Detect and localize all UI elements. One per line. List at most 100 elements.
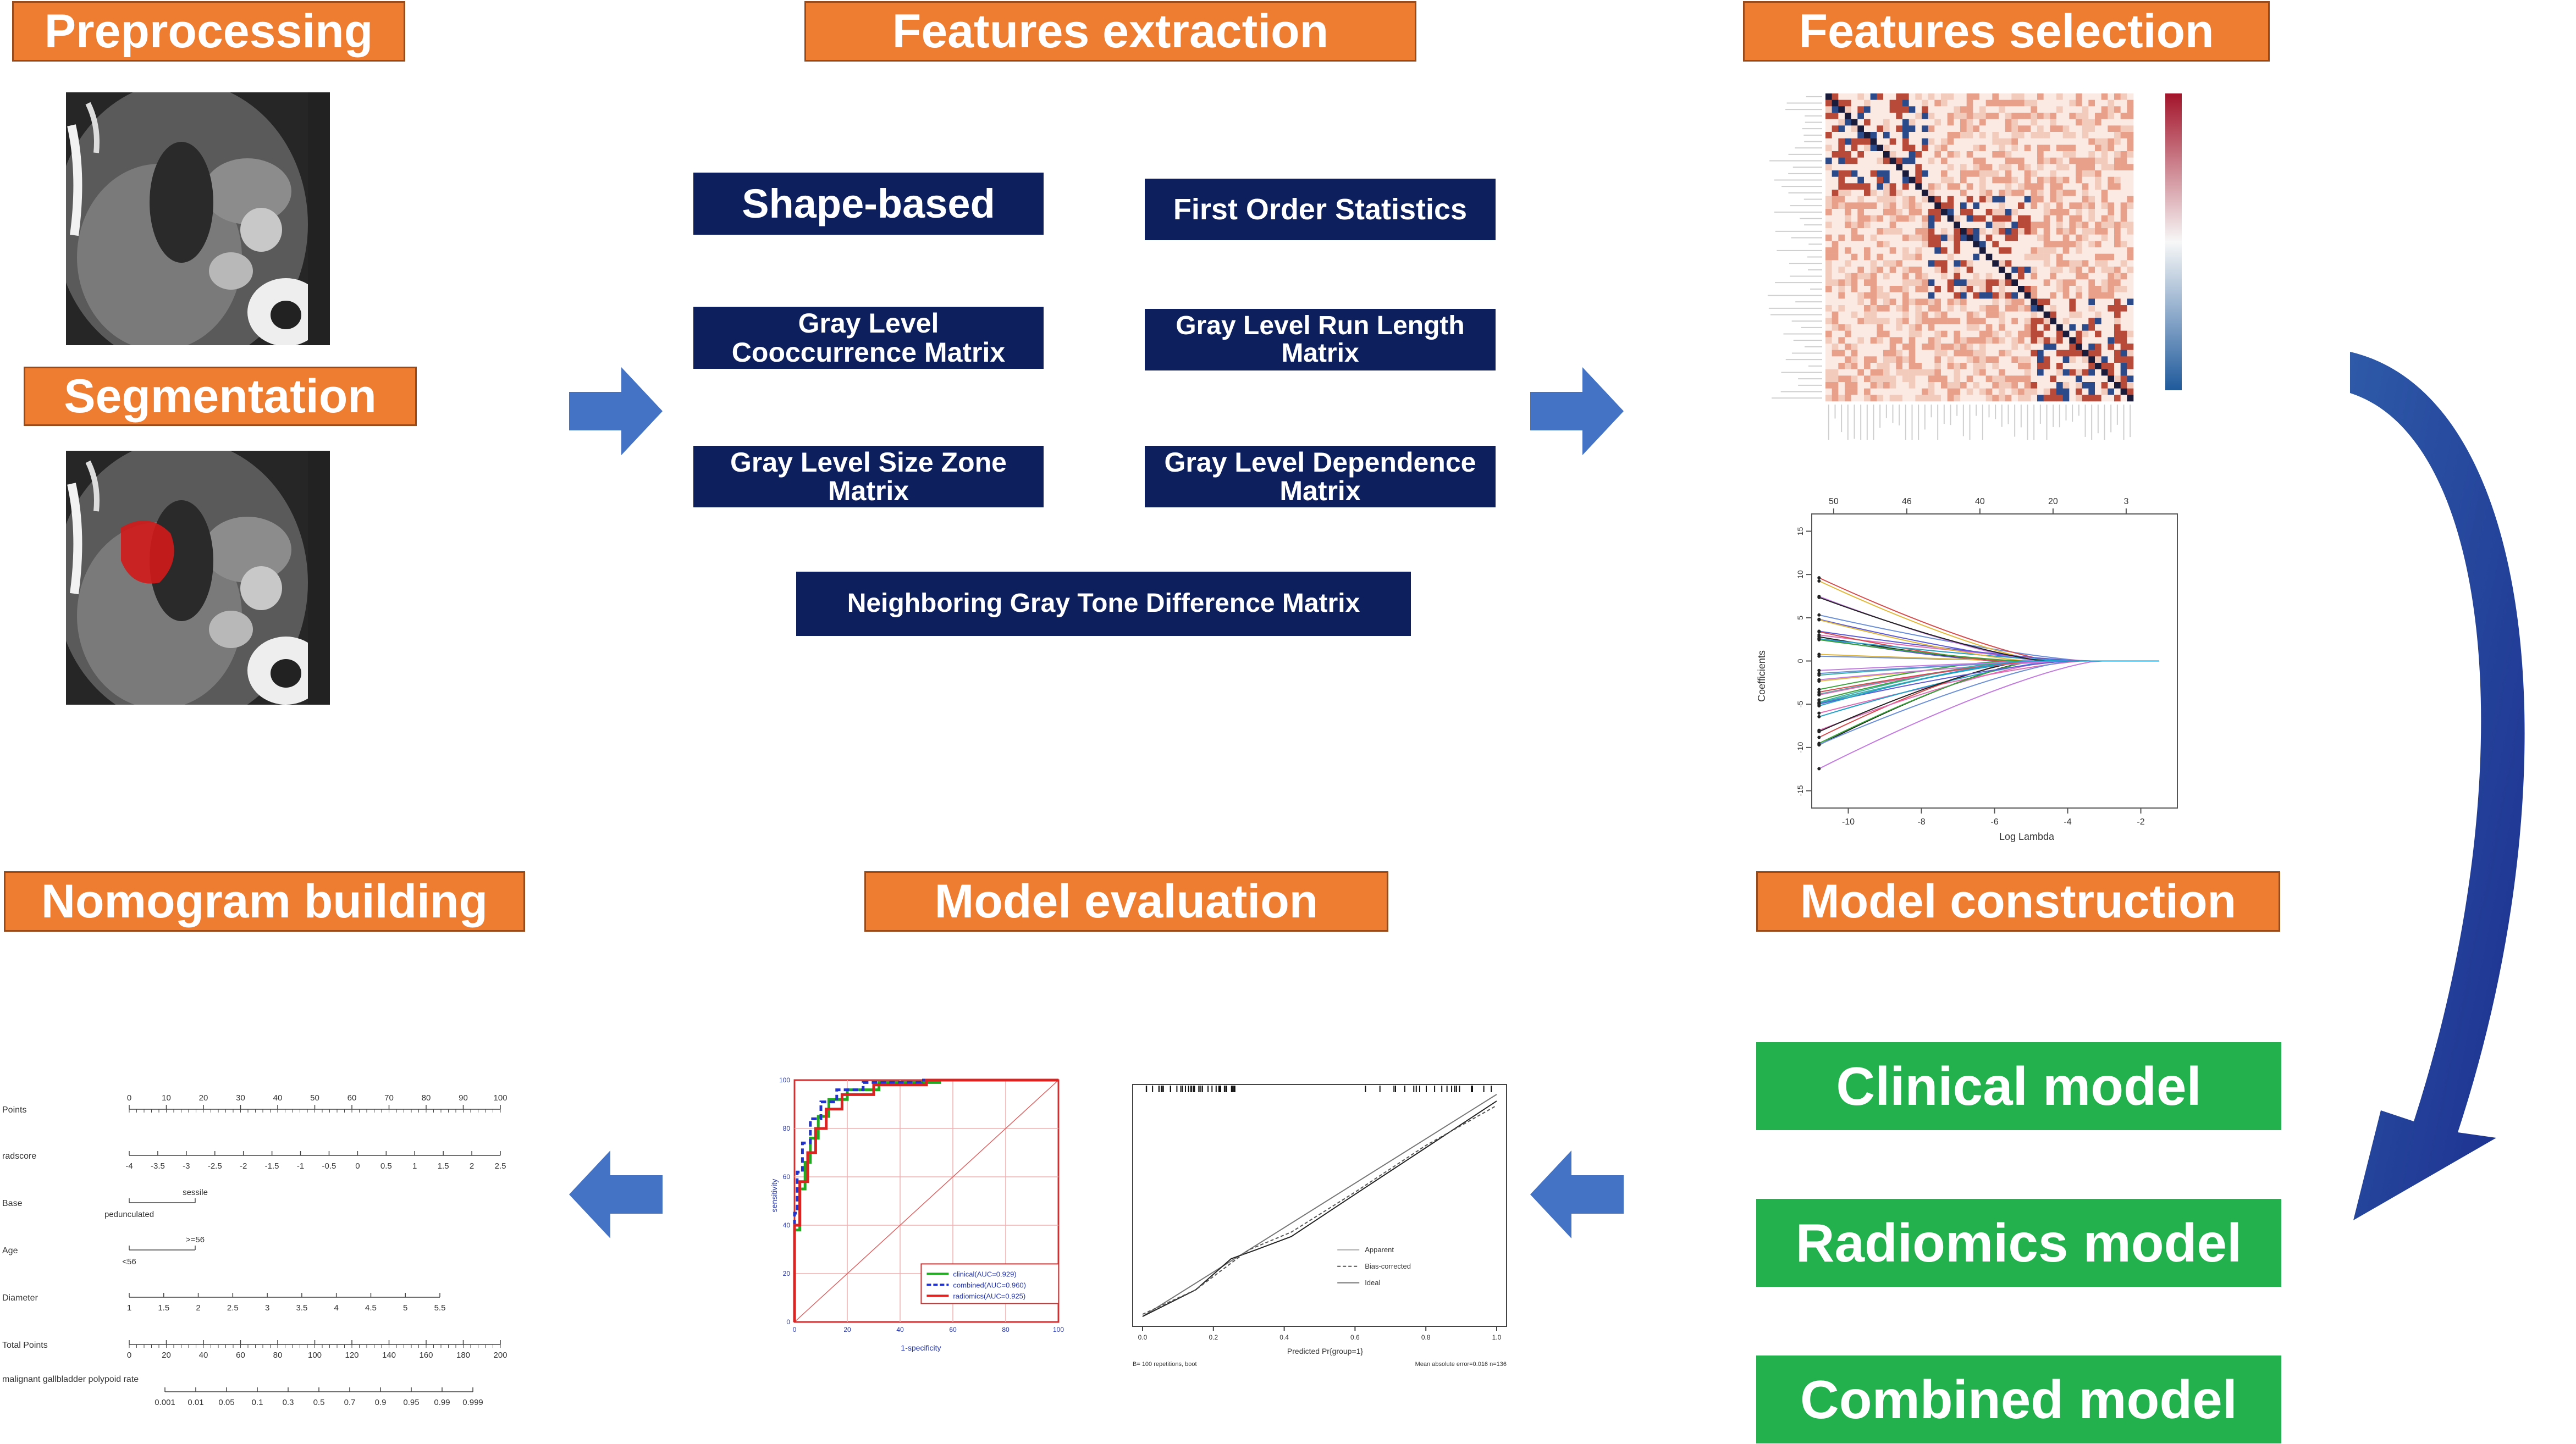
calib-x-tick: 0.4 <box>1279 1334 1289 1341</box>
feature-ngtdm: Neighboring Gray Tone Difference Matrix <box>796 572 1411 636</box>
nomogram-tick-label: 80 <box>273 1351 283 1360</box>
nomogram-row-label: radscore <box>2 1152 36 1161</box>
arrow-right-icon <box>1530 367 1624 455</box>
clinical-model-box: Clinical model <box>1756 1042 2281 1130</box>
nomogram-tick-label: 3.5 <box>296 1303 307 1313</box>
nomogram-tick-label: 60 <box>347 1093 357 1103</box>
roc-y-tick: 40 <box>783 1221 791 1229</box>
feature-gldm: Gray Level Dependence Matrix <box>1145 446 1496 507</box>
calibration-plot: Predicted Pr{group=1} B= 100 repetitions… <box>1132 1084 1507 1368</box>
nomogram-tick-label: 0.95 <box>403 1398 419 1407</box>
features-extraction-header: Features extraction <box>804 1 1416 62</box>
nomogram-tick-label: 20 <box>199 1093 208 1103</box>
nomogram-tick-label: 0.3 <box>283 1398 294 1407</box>
nomogram-row-label: Total Points <box>2 1341 48 1350</box>
nomogram-tick-label: 0.01 <box>187 1398 203 1407</box>
lasso-top-tick: 46 <box>1902 497 1912 506</box>
lasso-x-tick: -6 <box>1990 817 1998 827</box>
roc-xlabel: 1-specificity <box>901 1343 941 1352</box>
lasso-x-tick: -8 <box>1917 817 1925 827</box>
ct-scan-preprocessing <box>66 92 330 345</box>
nomogram-tick-label: 1 <box>127 1303 131 1313</box>
nomogram-tick-label: 40 <box>273 1093 283 1103</box>
nomogram-tick-label: 200 <box>493 1351 507 1360</box>
lasso-xlabel: Log Lambda <box>1999 831 2055 842</box>
correlation-heatmap <box>1767 93 2182 440</box>
nomogram-tick-label: 0.5 <box>380 1161 392 1171</box>
lasso-x-tick: -4 <box>2064 817 2071 827</box>
nomogram-tick-label: -3 <box>183 1161 190 1171</box>
roc-x-tick: 100 <box>1053 1326 1064 1334</box>
nomogram-tick-label: 4 <box>334 1303 338 1313</box>
lasso-y-tick: -10 <box>1796 742 1805 753</box>
nomogram-tick-label: 5.5 <box>434 1303 446 1313</box>
arrow-right-icon <box>569 367 663 455</box>
nomogram-tick-label: -4 <box>125 1161 133 1171</box>
lasso-y-tick: -5 <box>1796 701 1805 708</box>
lasso-top-tick: 40 <box>1975 497 1985 506</box>
nomogram-tick-label: pedunculated <box>104 1210 154 1219</box>
nomogram-tick-label: 2.5 <box>495 1161 506 1171</box>
nomogram-tick-label: 1.5 <box>438 1161 449 1171</box>
nomogram-tick-label: 0 <box>127 1351 131 1360</box>
nomogram-tick-label: 50 <box>310 1093 319 1103</box>
nomogram-tick-label: 5 <box>403 1303 407 1313</box>
roc-y-tick: 60 <box>783 1173 791 1181</box>
calib-x-tick: 0.2 <box>1209 1334 1218 1341</box>
nomogram-tick-label: 2 <box>196 1303 200 1313</box>
nomogram-tick-label: 120 <box>345 1351 358 1360</box>
combined-model-box: Combined model <box>1756 1356 2281 1443</box>
nomogram-row-label: malignant gallbladder polypoid rate <box>2 1375 139 1384</box>
radiomics-model-box: Radiomics model <box>1756 1199 2281 1287</box>
nomogram-row-label: Points <box>2 1105 26 1115</box>
nomogram-tick-label: 0.1 <box>252 1398 263 1407</box>
nomogram-tick-label: 140 <box>382 1351 396 1360</box>
arrow-left-icon <box>1530 1150 1624 1238</box>
lasso-x-tick: -10 <box>1842 817 1855 827</box>
lasso-y-tick: 10 <box>1796 570 1805 579</box>
nomogram-tick-label: 0.5 <box>313 1398 325 1407</box>
arrow-left-icon <box>569 1150 663 1238</box>
nomogram-tick-label: 4.5 <box>365 1303 377 1313</box>
roc-legend-label: combined(AUC=0.960) <box>953 1281 1026 1289</box>
nomogram-tick-label: 0.001 <box>155 1398 175 1407</box>
nomogram-tick-label: 10 <box>162 1093 171 1103</box>
nomogram-tick-label: -1 <box>297 1161 304 1171</box>
nomogram-tick-label: <56 <box>122 1257 136 1266</box>
feature-glrlm: Gray Level Run Length Matrix <box>1145 309 1496 370</box>
nomogram-tick-label: 0.99 <box>434 1398 450 1407</box>
roc-legend-label: clinical(AUC=0.929) <box>953 1270 1016 1278</box>
lasso-ylabel: Coefficients <box>1756 650 1767 702</box>
roc-y-tick: 0 <box>786 1318 790 1326</box>
calib-legend-label: Bias-corrected <box>1365 1262 1411 1270</box>
nomogram-tick-label: 100 <box>308 1351 322 1360</box>
nomogram-tick-label: 70 <box>384 1093 394 1103</box>
segmentation-header: Segmentation <box>24 367 417 426</box>
nomogram-tick-label: -0.5 <box>322 1161 337 1171</box>
roc-y-tick: 80 <box>783 1125 791 1132</box>
lasso-coefficient-plot: Coefficients Log Lambda -10-8-6-4-215105… <box>1756 497 2178 842</box>
nomogram-tick-label: 2 <box>470 1161 474 1171</box>
nomogram-tick-label: -3.5 <box>151 1161 165 1171</box>
model-construction-header: Model construction <box>1756 871 2280 932</box>
nomogram-tick-label: 160 <box>419 1351 433 1360</box>
nomogram-tick-label: 1 <box>412 1161 417 1171</box>
nomogram-tick-label: 0 <box>127 1093 131 1103</box>
nomogram-tick-label: 40 <box>199 1351 208 1360</box>
feature-glcm: Gray Level Cooccurrence Matrix <box>693 307 1044 369</box>
nomogram-tick-label: 0.7 <box>344 1398 356 1407</box>
lasso-y-tick: -15 <box>1796 785 1805 796</box>
lasso-x-tick: -2 <box>2137 817 2144 827</box>
nomogram-tick-label: -1.5 <box>265 1161 279 1171</box>
roc-x-tick: 80 <box>1002 1326 1010 1334</box>
nomogram-tick-label: 0 <box>355 1161 360 1171</box>
ct-scan-segmentation <box>66 451 330 705</box>
calib-x-tick: 0.6 <box>1350 1334 1360 1341</box>
roc-y-tick: 100 <box>779 1076 790 1084</box>
preprocessing-header: Preprocessing <box>12 1 405 62</box>
nomogram-tick-label: 3 <box>265 1303 269 1313</box>
roc-x-tick: 40 <box>896 1326 904 1334</box>
feature-shape-based: Shape-based <box>693 173 1044 235</box>
nomogram-tick-label: 0.9 <box>375 1398 387 1407</box>
